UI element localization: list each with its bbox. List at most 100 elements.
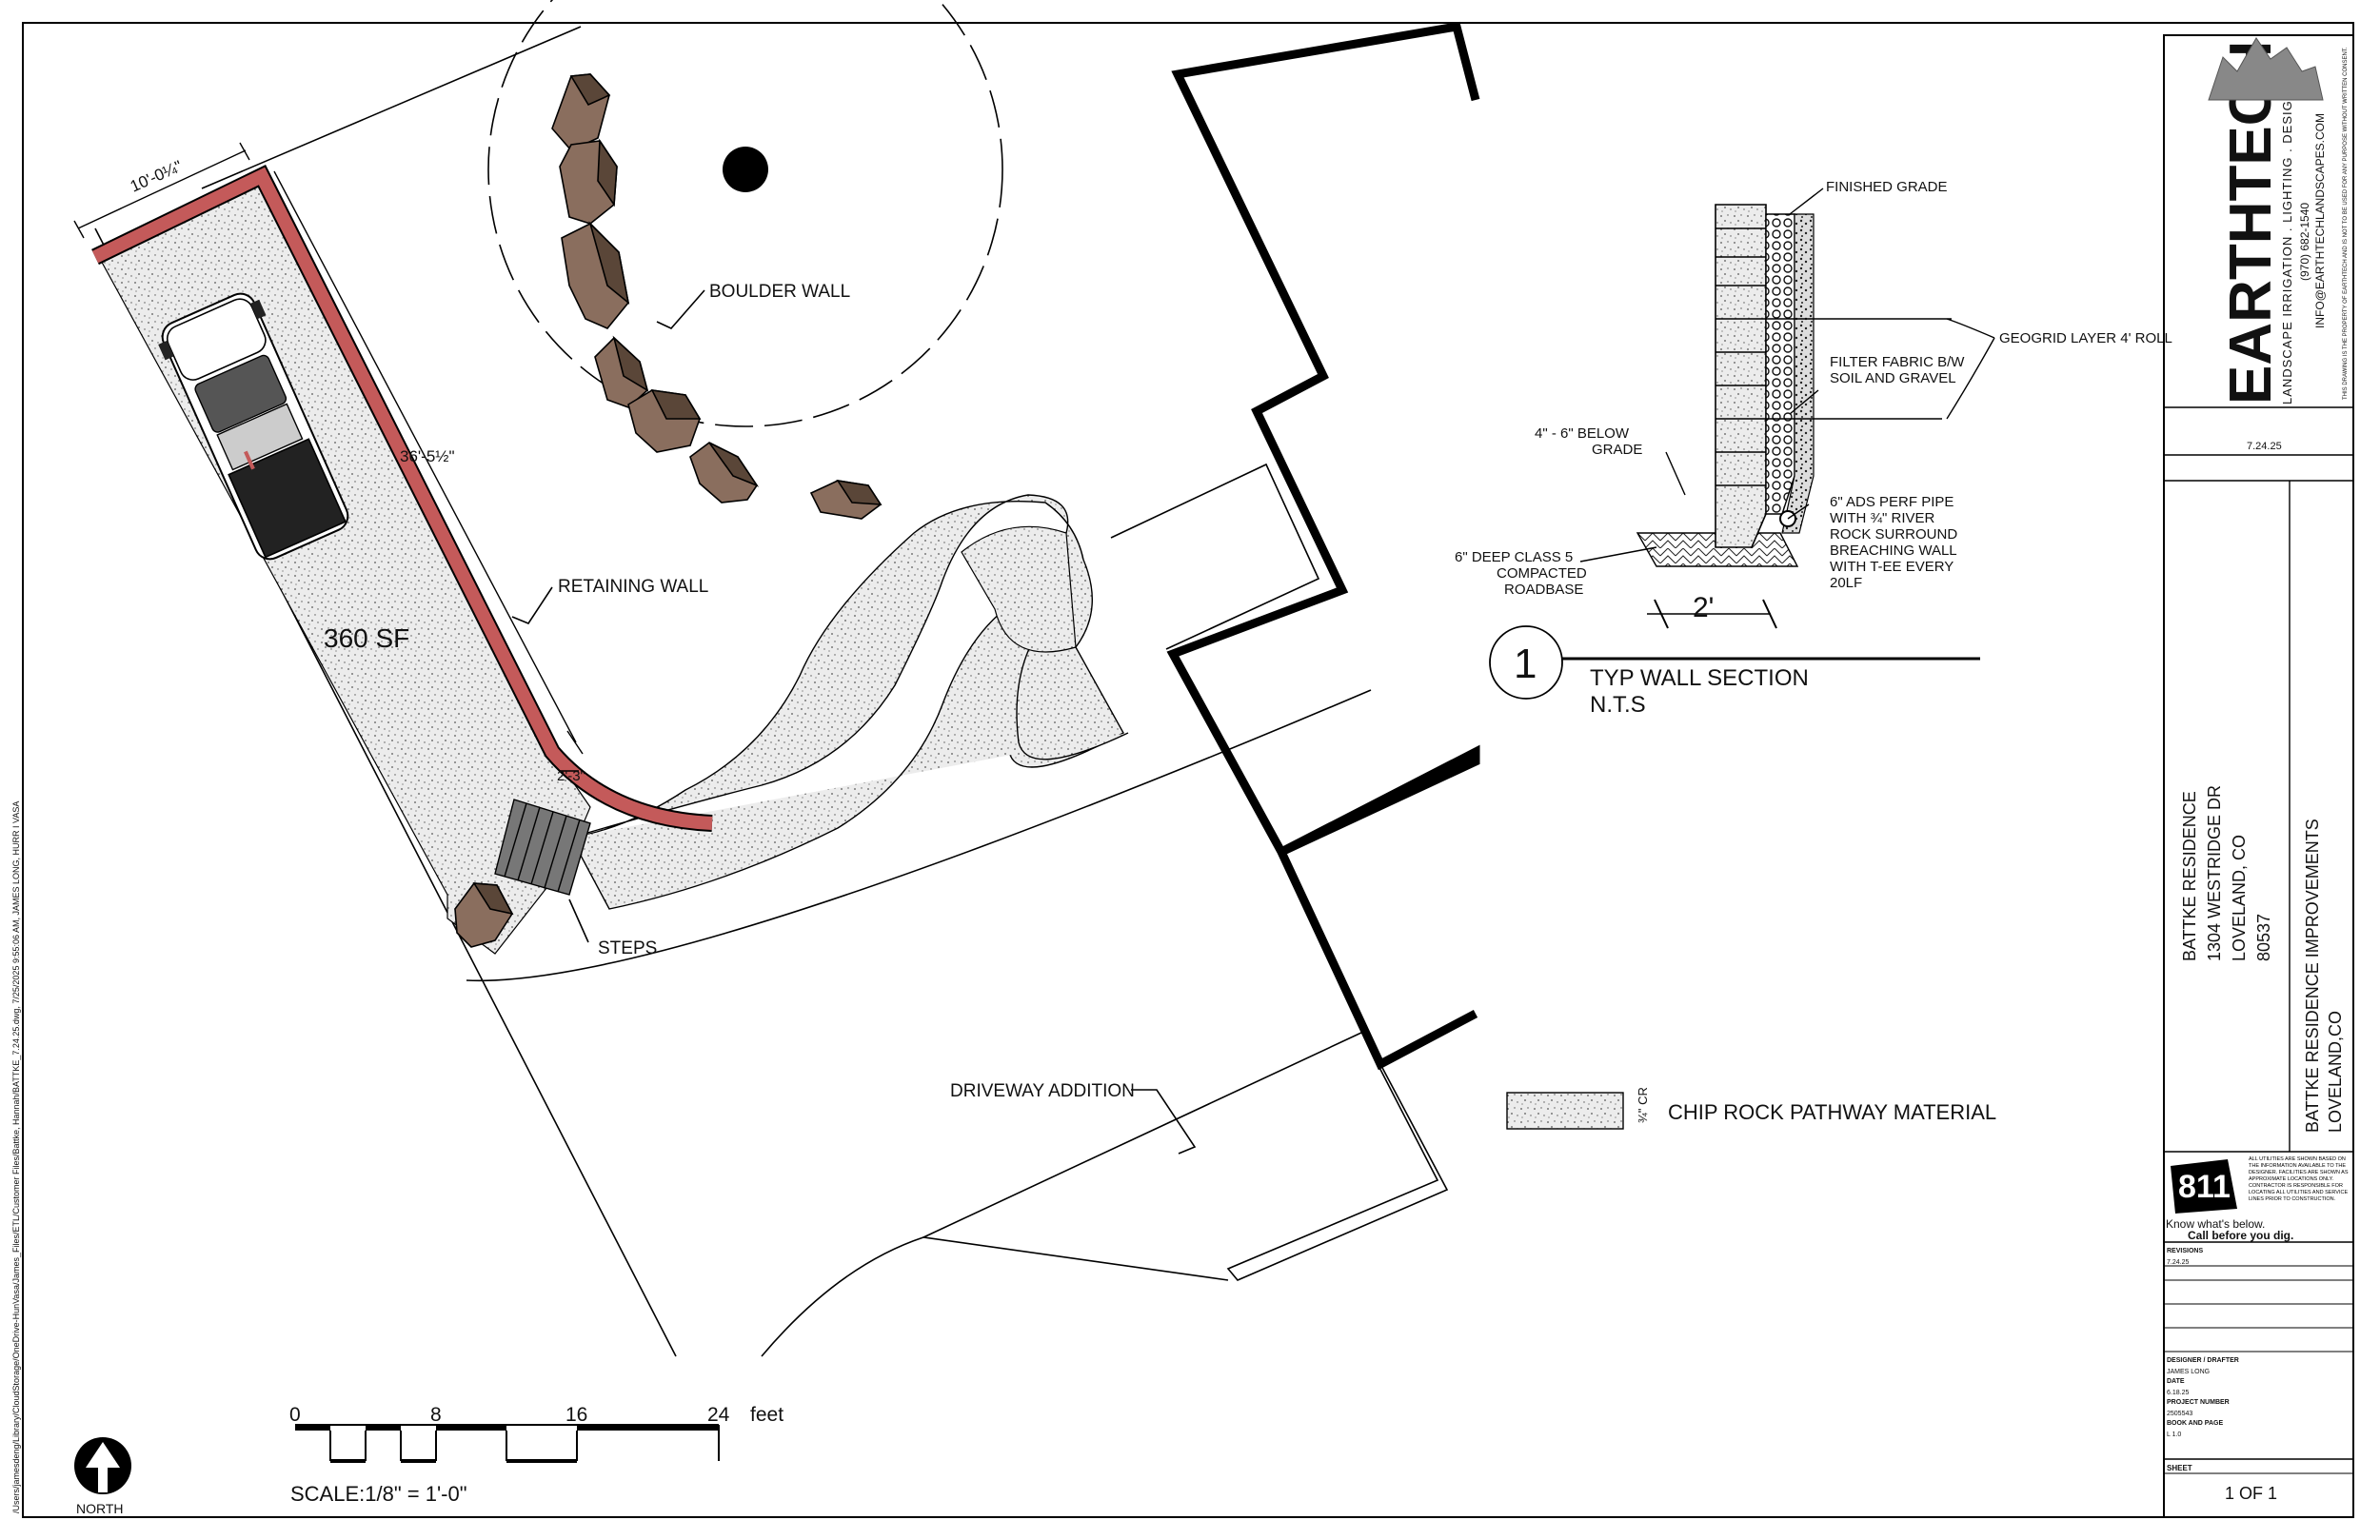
title-date: 7.24.25 (2247, 441, 2282, 452)
client-name: BATTKE RESIDENCE (2180, 791, 2199, 961)
copyright-note: THIS DRAWING IS THE PROPERTY OF EARTHTEC… (2343, 47, 2349, 400)
block-courses (1716, 227, 1766, 486)
below-grade-label-2: GRADE (1592, 442, 1642, 458)
call-811-know: Know what's below. (2166, 1217, 2265, 1231)
project-location: LOVELAND,CO (2326, 1011, 2345, 1133)
revisions-label: REVISIONS (2167, 1248, 2203, 1254)
retaining-wall-label: RETAINING WALL (558, 577, 708, 597)
client-block: BATTKE RESIDENCE 1304 WESTRIDGE DR LOVEL… (2180, 785, 2273, 961)
section-leaders (1579, 188, 1995, 563)
detail-subtitle: N.T.S (1590, 692, 1646, 718)
steps-label: STEPS (598, 938, 657, 958)
finished-grade-label: FINISHED GRADE (1826, 179, 1948, 195)
filter-fabric-label-2: SOIL AND GRAVEL (1830, 370, 1956, 386)
north-arrow-icon (74, 1437, 131, 1494)
detail-title: TYP WALL SECTION (1590, 665, 1809, 691)
scale-tick-0: 0 (289, 1404, 301, 1426)
call-811-call: Call before you dig. (2188, 1229, 2293, 1242)
house-outline (1166, 21, 1480, 1071)
boulder (809, 479, 883, 520)
boulder (559, 138, 618, 225)
base-label-3: ROADBASE (1504, 582, 1583, 598)
book-label: BOOK AND PAGE (2167, 1420, 2223, 1427)
boulder-wall-label: BOULDER WALL (709, 282, 850, 302)
north-label: NORTH (76, 1501, 124, 1516)
pipe-label-4: BREACHING WALL (1830, 543, 1957, 559)
scale-bar (295, 1424, 720, 1463)
scale-unit: feet (750, 1404, 783, 1426)
legend-label: CHIP ROCK PATHWAY MATERIAL (1668, 1100, 1996, 1124)
client-city: LOVELAND, CO (2230, 835, 2249, 961)
scale-tick-16: 16 (565, 1404, 587, 1426)
designer-label: DESIGNER / DRAFTER (2167, 1357, 2239, 1364)
legend-swatch (1506, 1092, 1624, 1130)
client-address: 1304 WESTRIDGE DR (2205, 785, 2224, 961)
house-step-box (1110, 463, 1320, 650)
boulder (454, 882, 514, 948)
dim-top-label: 10'-0¼" (128, 157, 185, 196)
base-label-1: 6" DEEP CLASS 5 (1455, 549, 1573, 565)
designer-value: JAMES LONG (2167, 1369, 2210, 1375)
wall-section-detail (1579, 188, 1995, 629)
driveway-addition-label: DRIVEWAY ADDITION (950, 1081, 1135, 1101)
call-811-note: ALL UTILITIES ARE SHOWN BASED ON THE INF… (2249, 1156, 2349, 1202)
date-value: 6.18.25 (2167, 1390, 2189, 1396)
block-wall (1715, 204, 1767, 548)
file-path: /Users/jamesdeng/Library/CloudStorage/On… (11, 801, 21, 1513)
sheet-label: SHEET (2167, 1464, 2192, 1472)
pipe-label-6: 20LF (1830, 575, 1862, 591)
company-logo: EARTHTECH LANDSCAPE IRRIGATION . LIGHTIN… (2218, 41, 2327, 405)
client-zip: 80537 (2254, 914, 2273, 961)
boulder (627, 388, 702, 453)
base-label-2: COMPACTED (1497, 565, 1587, 582)
geogrid-label: GEOGRID LAYER 4' ROLL (1999, 330, 2172, 346)
company-tagline: LANDSCAPE IRRIGATION . LIGHTING . DESIGN (2280, 90, 2294, 405)
detail-number-bubble (1489, 625, 1563, 700)
house-wall-offset (1226, 1056, 1449, 1281)
call-811-logo: 811 (2171, 1159, 2237, 1214)
call-811-number: 811 (2178, 1169, 2231, 1205)
geogrid-lines (1766, 318, 1952, 420)
sheet-value: 1 OF 1 (2225, 1484, 2277, 1503)
sheet-border (22, 22, 2354, 1518)
detail-number: 1 (1514, 641, 1537, 687)
project-number-value: 2505543 (2167, 1411, 2192, 1417)
pipe-label-1: 6" ADS PERF PIPE (1830, 494, 1954, 510)
title-block (2163, 34, 2354, 1518)
legend-tag: ¾" CR (1636, 1087, 1650, 1123)
boulder (551, 73, 611, 151)
below-grade-label-1: 4" - 6" BELOW (1535, 425, 1630, 442)
soil-backfill (1781, 213, 1815, 534)
pickup-truck (158, 292, 349, 561)
filter-fabric-label-1: FILTER FABRIC B/W (1830, 354, 1965, 370)
boulder (594, 335, 649, 408)
project-number-label: PROJECT NUMBER (2167, 1399, 2230, 1406)
retaining-wall-fill (91, 167, 713, 830)
section-width-label: 2' (1693, 592, 1714, 623)
pipe-label-2: WITH ¾" RIVER (1830, 510, 1934, 526)
pipe-label-3: ROCK SURROUND (1830, 526, 1957, 543)
company-name: EARTHTECH (2218, 41, 2284, 405)
scale-tick-8: 8 (430, 1404, 442, 1426)
steps (494, 799, 591, 896)
scale-text: SCALE:1/8" = 1'-0" (290, 1482, 467, 1506)
company-phone: (970) 682-1540 (2298, 203, 2311, 281)
book-value: L 1.0 (2167, 1431, 2181, 1438)
date-label: DATE (2167, 1378, 2185, 1385)
dim-side-label: 36'-5½" (400, 447, 454, 465)
logo-mark-icon (2208, 37, 2324, 101)
area-label: 360 SF (324, 623, 409, 653)
scale-tick-24: 24 (707, 1404, 730, 1426)
company-email: INFO@EARTHTECHLANDSCAPES.COM (2313, 113, 2327, 328)
plan-dimensions (73, 142, 584, 772)
boulder (689, 442, 760, 503)
boulder (561, 221, 630, 329)
gravel-backfill (1765, 213, 1795, 515)
boulder-wall (454, 73, 883, 948)
tree-trunk (723, 147, 768, 192)
revision-1: 7.24.25 (2167, 1259, 2189, 1266)
pipe-label-5: WITH T-EE EVERY (1830, 559, 1954, 575)
project-block: BATTKE RESIDENCE IMPROVEMENTS LOVELAND,C… (2303, 819, 2345, 1133)
